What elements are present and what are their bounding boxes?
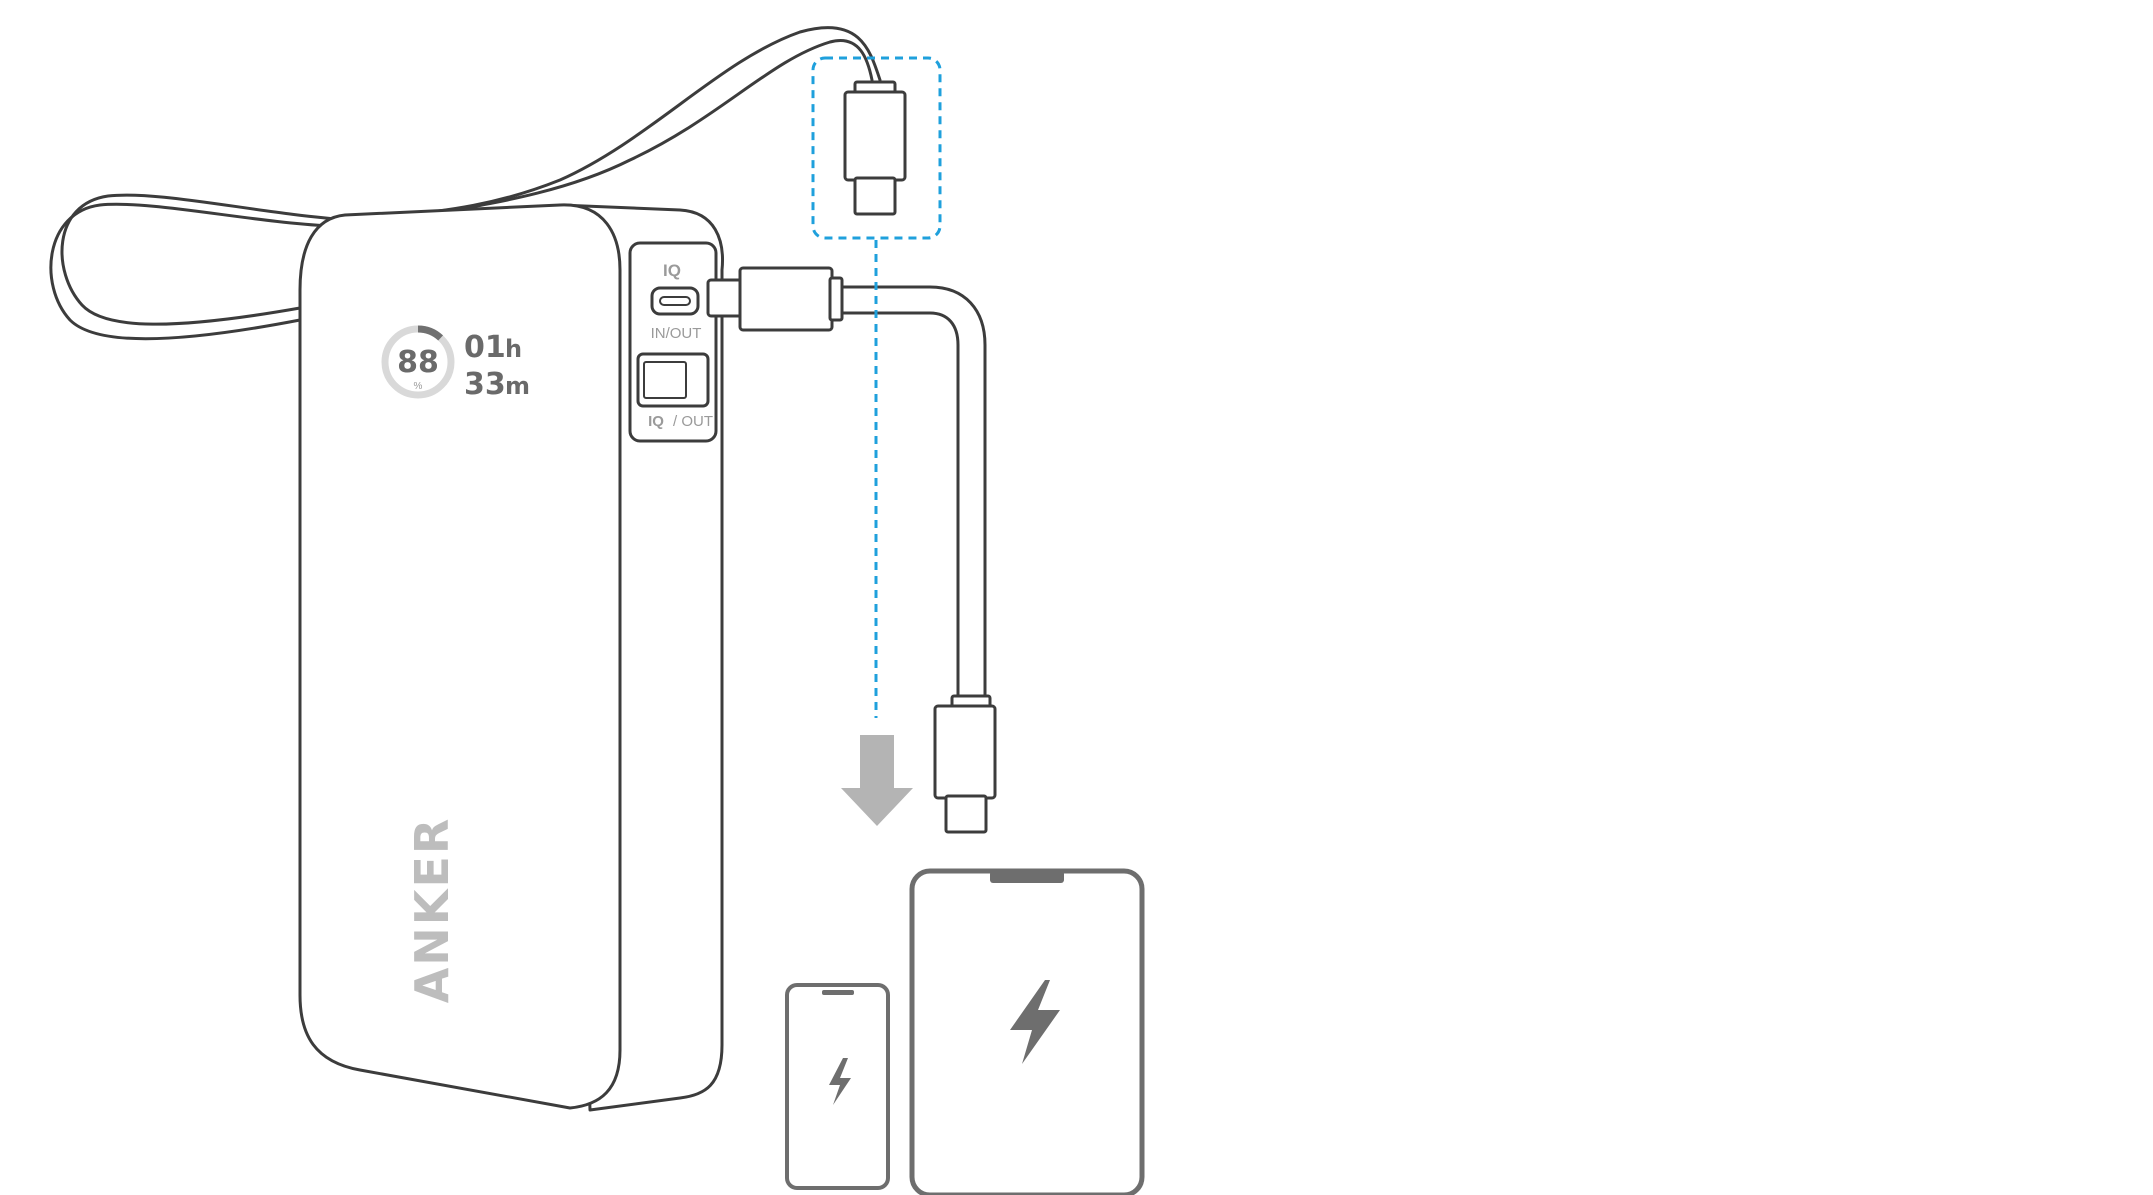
highlight-box bbox=[811, 56, 942, 240]
battery-percent: 88 bbox=[397, 345, 439, 380]
anker-logo: ANKER bbox=[405, 817, 459, 1004]
cable-connector-lower bbox=[933, 694, 997, 834]
usb-a-port-label: / OUT bbox=[673, 413, 713, 430]
iq-badge-top: IQ bbox=[663, 261, 681, 280]
percent-sign: % bbox=[414, 381, 423, 392]
port-panel: IQ IN/OUT IQ / OUT bbox=[628, 241, 718, 443]
power-bank-front bbox=[298, 203, 622, 1110]
minutes-value: 33 bbox=[464, 367, 506, 402]
smart-display: 88 % 01 h 33 m bbox=[381, 325, 530, 402]
power-bank bbox=[298, 203, 724, 1112]
lightning-bolt-icon bbox=[1010, 980, 1060, 1064]
usb-c-port-label: IN/OUT bbox=[651, 325, 702, 342]
phone-device bbox=[785, 983, 890, 1190]
lightning-bolt-icon bbox=[829, 1058, 851, 1105]
tablet-device bbox=[909, 868, 1145, 1195]
built-in-cable bbox=[832, 285, 987, 700]
iq-badge-bottom: IQ bbox=[648, 413, 664, 430]
minutes-unit: m bbox=[505, 372, 530, 400]
battery-ring-fill bbox=[381, 325, 455, 399]
hours-unit: h bbox=[505, 335, 522, 363]
arrow-down-icon bbox=[841, 735, 913, 826]
hours-value: 01 bbox=[464, 330, 506, 365]
cable-connector-highlight bbox=[811, 56, 942, 718]
cable-connector-plugged bbox=[706, 266, 844, 332]
